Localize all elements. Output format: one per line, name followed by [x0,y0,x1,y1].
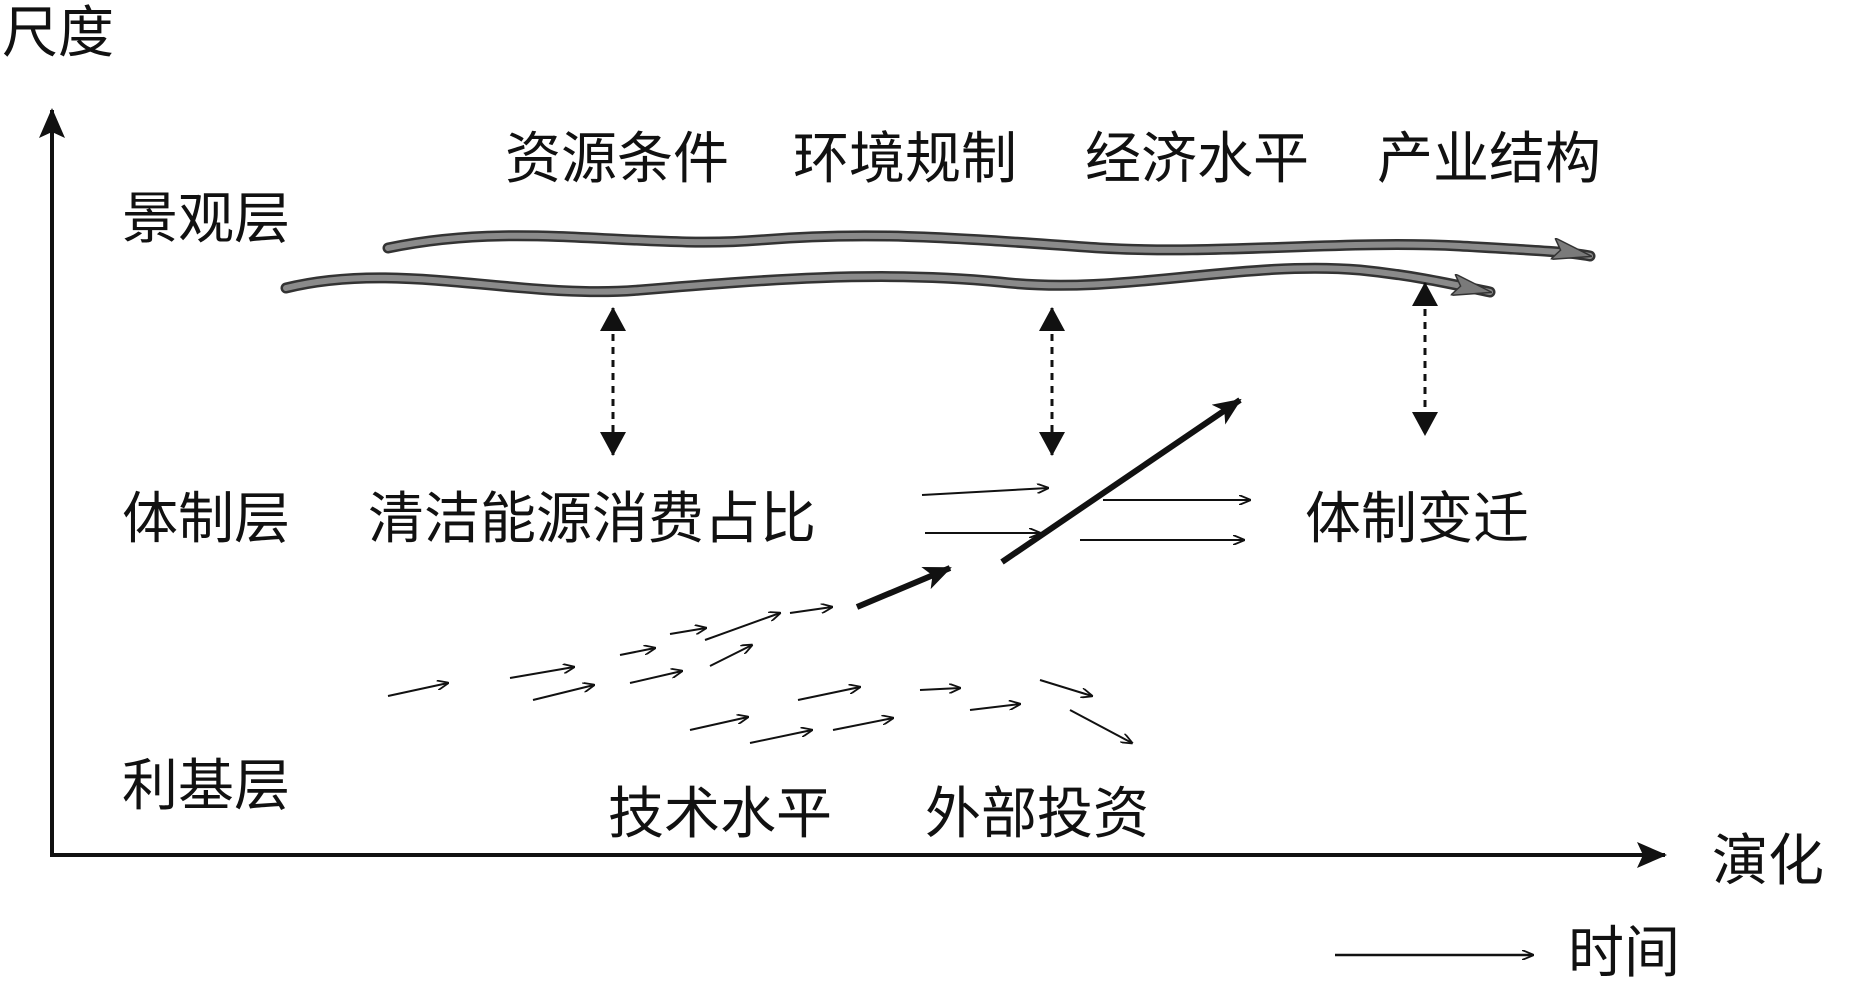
niche-arrow [704,613,780,641]
niche-arrow [749,730,812,744]
y-axis-label: 尺度 [2,1,114,66]
regime-indicator-label: 清洁能源消费占比 [368,487,816,552]
niche-arrow [1039,679,1092,696]
niche-arrow [832,718,893,731]
landscape-factor-industry: 产业结构 [1377,127,1601,192]
landscape-wave-lower-fill [283,265,1490,292]
niche-arrows [387,607,1132,744]
niche-arrow [509,667,574,679]
landscape-wave-upper-fill [385,232,1590,256]
landscape-factor-resources: 资源条件 [505,127,729,192]
niche-arrow [629,671,682,684]
landscape-factor-regulation: 环境规制 [793,127,1017,192]
niche-arrow [669,628,706,635]
niche-arrow [619,648,655,656]
x-axis-label: 演化 [1712,829,1824,894]
niche-arrow [969,704,1020,711]
layer-label-niche: 利基层 [122,754,290,819]
niche-factor-investment: 外部投资 [925,782,1149,847]
transition-arrow-upper [1000,397,1242,565]
transition-arrow-lower [855,565,952,610]
regime-arrow [921,488,1048,496]
niche-arrow [1069,709,1132,743]
niche-factor-technology: 技术水平 [608,782,832,847]
legend-time-label: 时间 [1568,921,1680,986]
niche-arrow [387,683,448,697]
layer-label-landscape: 景观层 [122,187,290,252]
landscape-factor-economy: 经济水平 [1085,127,1309,192]
niche-arrow [689,717,748,731]
niche-arrow [919,688,960,690]
layer-label-regime: 体制层 [122,487,290,552]
niche-arrow [797,687,860,701]
niche-arrow [789,607,832,614]
niche-arrow [709,645,752,667]
niche-arrow [532,685,594,701]
regime-change-label: 体制变迁 [1305,487,1529,552]
